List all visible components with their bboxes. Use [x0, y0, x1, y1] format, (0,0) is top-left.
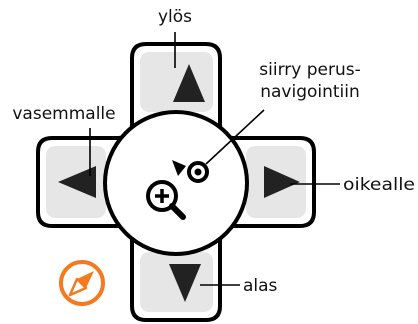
pan-right-button[interactable]: [246, 146, 306, 218]
center-button[interactable]: [103, 110, 249, 256]
pan-left-button[interactable]: [46, 146, 106, 218]
label-up: ylös: [158, 7, 192, 27]
label-down: alas: [243, 276, 278, 296]
label-left: vasemmalle: [12, 104, 115, 124]
arrow-up-icon: [173, 64, 205, 102]
zoom-in-magnifier-icon[interactable]: [146, 180, 186, 220]
label-reset-line2: navigointiin: [260, 82, 360, 102]
pan-down-button[interactable]: [140, 252, 213, 312]
label-reset-line1: siirry perus-: [259, 60, 360, 80]
compass-icon[interactable]: [59, 260, 105, 306]
reset-navigation-icon[interactable]: [172, 160, 209, 183]
label-right: oikealle: [343, 175, 415, 195]
arrow-left-icon: [58, 166, 96, 198]
leader-line-reset: [205, 109, 265, 165]
arrow-down-icon: [169, 264, 201, 302]
pan-up-button[interactable]: [140, 52, 213, 112]
arrow-right-icon: [264, 166, 300, 198]
